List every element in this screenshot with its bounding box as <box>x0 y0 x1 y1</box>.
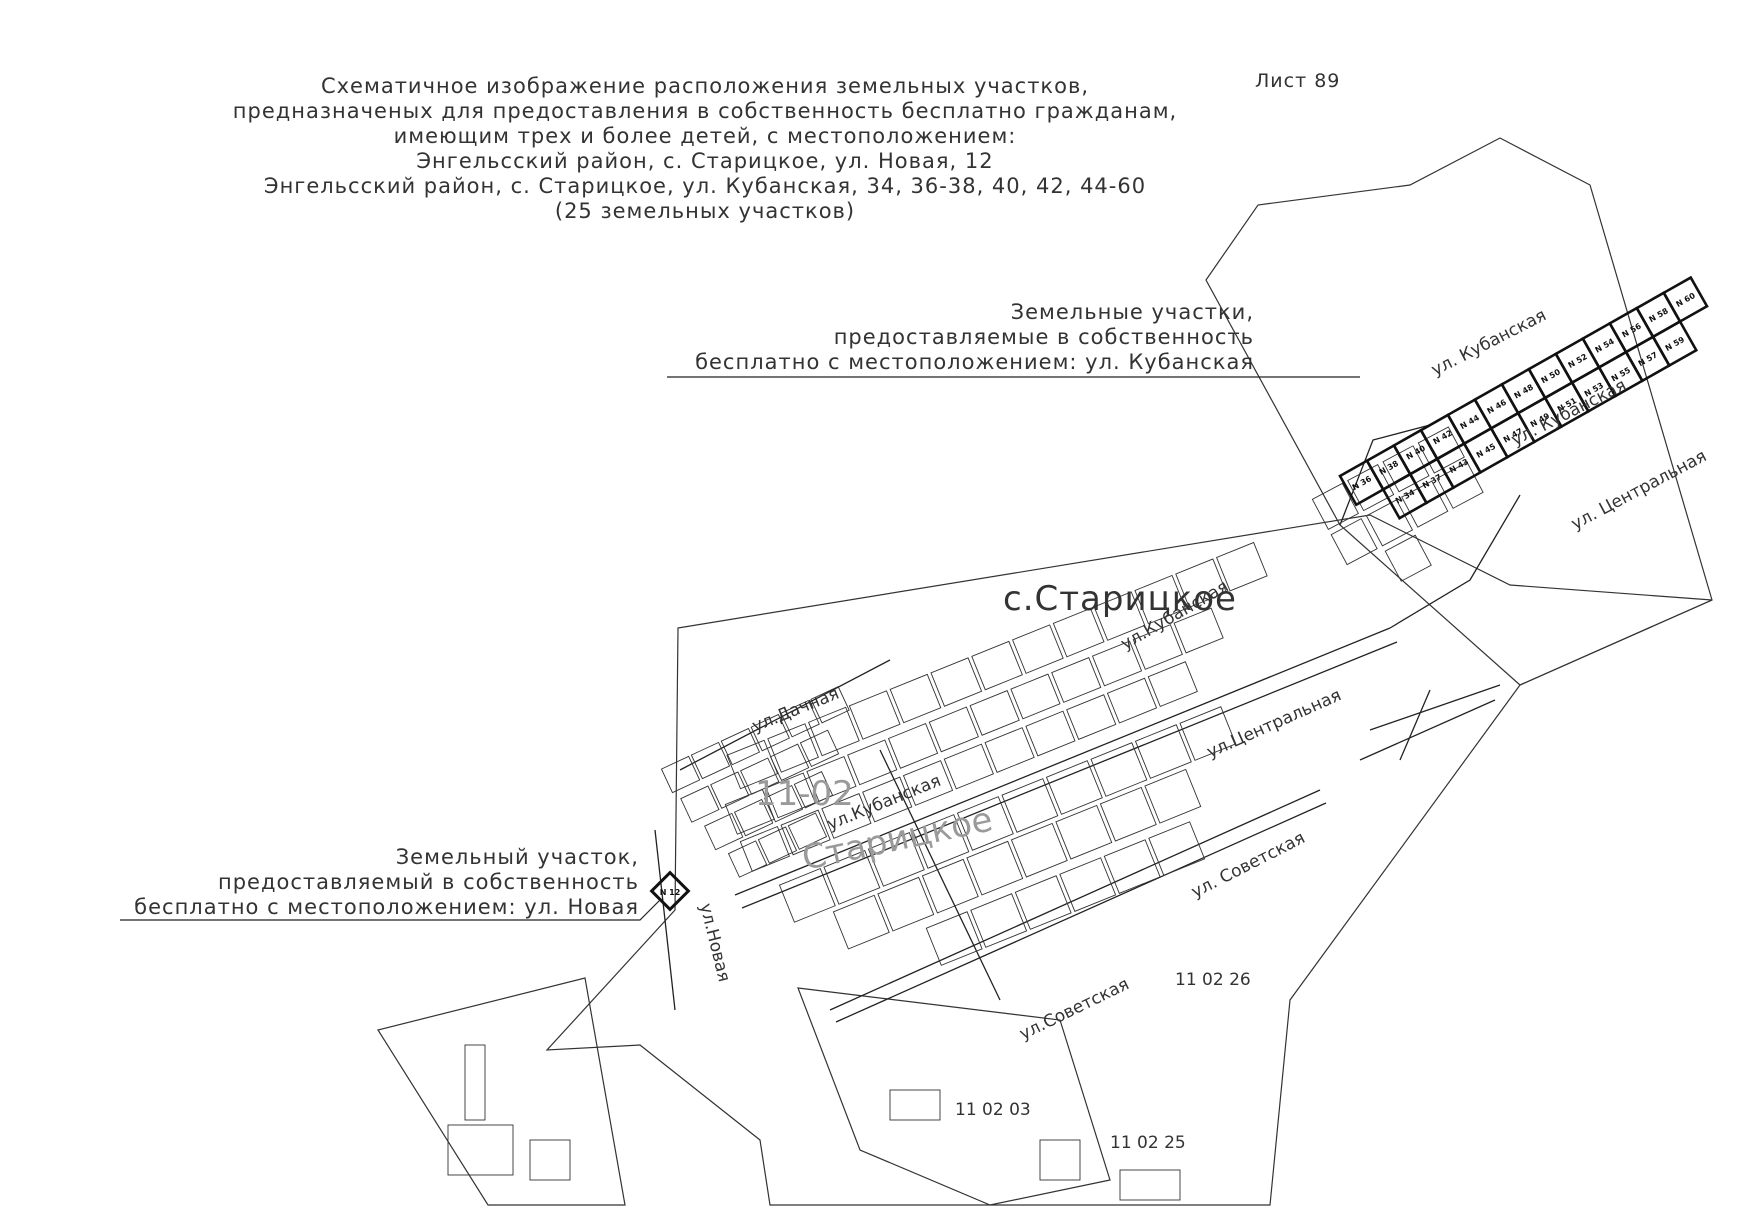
kubanskaya-plot-label: N 43 <box>1448 457 1470 475</box>
kubanskaya-plot <box>1651 319 1699 368</box>
callout-novaya-line-2: предоставляемый в собственность <box>217 870 639 894</box>
building-blocks <box>447 426 1484 1201</box>
callout-kubanskaya-line-3: бесплатно с местоположением: ул. Кубанск… <box>695 350 1254 374</box>
kubanskaya-plot-label: N 44 <box>1459 413 1482 431</box>
leader-lines <box>120 376 1360 921</box>
quarter-label-11-02-25: 11 02 25 <box>1110 1133 1186 1153</box>
street-label-sovetskaya-west: ул.Советская <box>1016 974 1132 1044</box>
title-line-5: Энгельсский район, с. Старицкое, ул. Куб… <box>263 174 1147 198</box>
street-label-centralnaya-mid: ул.Центральная <box>1204 685 1344 762</box>
plot-novaya-12: N 12 <box>649 870 691 912</box>
kubanskaya-plot-label: N 57 <box>1637 350 1659 368</box>
sheet-number: Лист 89 <box>1255 70 1341 92</box>
title-line-3: имеющим трех и более детей, с местополож… <box>393 124 1017 148</box>
kubanskaya-plot-label: N 59 <box>1664 335 1687 353</box>
kubanskaya-plot-label: N 52 <box>1567 352 1589 370</box>
streets <box>654 424 1521 1023</box>
callout-novaya: Земельный участок, предоставляемый в соб… <box>134 845 639 920</box>
callout-novaya-line-1: Земельный участок, <box>395 845 639 869</box>
kubanskaya-plot-label: N 48 <box>1513 382 1536 400</box>
callout-novaya-line-3: бесплатно с местоположением: ул. Новая <box>134 895 639 919</box>
kubanskaya-plot-label: N 45 <box>1475 442 1498 460</box>
quarter-label-11-02-26: 11 02 26 <box>1175 970 1251 990</box>
street-label-dachnaya: ул.Дачная <box>749 684 842 737</box>
quarter-label-11-02: 11-02 <box>755 774 854 814</box>
kubanskaya-plot-label: N 60 <box>1674 291 1697 309</box>
kubanskaya-plot-label: N 38 <box>1378 459 1401 477</box>
quarter-11-02-03-boundary <box>797 987 1111 1206</box>
northeast-boundary <box>1205 137 1713 686</box>
kubanskaya-plot-label: N 50 <box>1540 367 1563 385</box>
street-label-novaya: ул.Новая <box>695 901 734 984</box>
title-line-1: Схематичное изображение расположения зем… <box>320 74 1090 98</box>
village-name: с.Старицкое <box>1003 579 1237 619</box>
plot-novaya-label: N 12 <box>660 888 681 897</box>
kubanskaya-plot-label: N 42 <box>1432 428 1454 446</box>
kubanskaya-plot-label: N 37 <box>1421 472 1443 490</box>
title-line-4: Энгельсский район, с. Старицкое, ул. Нов… <box>416 149 994 173</box>
kubanskaya-plot-label: N 40 <box>1405 443 1428 461</box>
kubanskaya-plot <box>1662 275 1709 324</box>
callout-kubanskaya: Земельные участки, предоставляемые в соб… <box>695 300 1254 375</box>
callout-kubanskaya-line-2: предоставляемые в собственность <box>833 325 1254 349</box>
kubanskaya-plot-label: N 58 <box>1647 306 1670 324</box>
quarter-label-11-02-03: 11 02 03 <box>955 1100 1031 1120</box>
kubanskaya-plot-label: N 54 <box>1593 337 1616 355</box>
southwest-parcel <box>377 977 626 1206</box>
title-line-2: предназначеных для предоставления в собс… <box>232 99 1178 123</box>
map-title: Схематичное изображение расположения зем… <box>200 74 1210 224</box>
title-line-6: (25 земельных участков) <box>554 199 856 223</box>
callout-kubanskaya-line-1: Земельные участки, <box>1010 300 1254 324</box>
kubanskaya-plot-label: N 46 <box>1486 398 1509 416</box>
street-label-kubanskaya-upper: ул. Кубанская <box>1428 305 1549 380</box>
kubanskaya-plot-label: N 56 <box>1620 321 1643 339</box>
street-label-sovetskaya-east: ул. Советская <box>1188 828 1308 902</box>
settlement-boundary <box>545 514 1713 1206</box>
